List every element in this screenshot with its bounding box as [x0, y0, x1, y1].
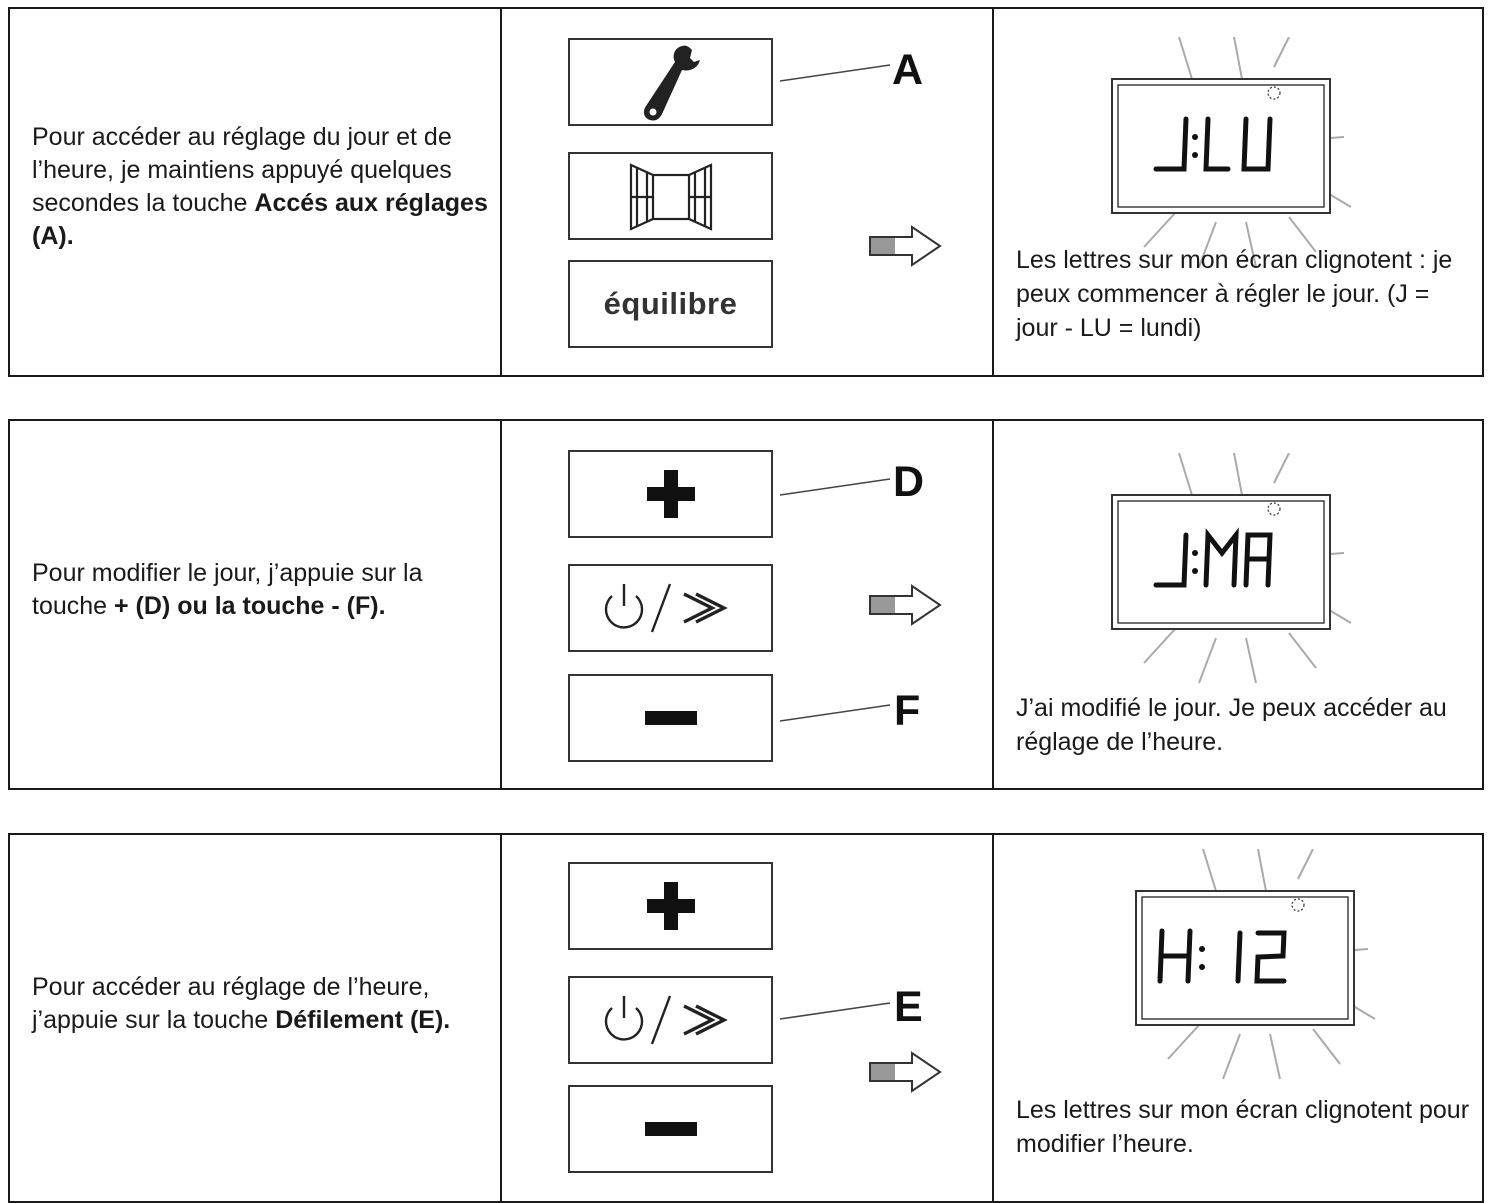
instruction-cell: Pour modifier le jour, j’appuie sur la t… [10, 421, 502, 788]
lcd-display-h12 [1135, 849, 1376, 1080]
minus-button[interactable] [568, 674, 773, 762]
window-icon [629, 163, 712, 231]
right-arrow-icon [869, 1051, 942, 1093]
minus-icon [644, 711, 697, 725]
buttons-cell: D F [502, 421, 994, 788]
plus-icon [646, 882, 695, 930]
instruction-text: Pour modifier le jour, j’appuie sur la t… [32, 559, 423, 620]
display-cell: Les lettres sur mon écran clignotent : j… [994, 9, 1482, 375]
callout-leader-a [780, 64, 891, 82]
plus-button[interactable] [568, 862, 773, 950]
key-name: Défilement (E). [275, 1006, 451, 1034]
settings-button[interactable] [568, 38, 773, 126]
display-caption: J’ai modifié le jour. Je peux accéder au… [1016, 694, 1447, 756]
callout-leader-f [780, 704, 891, 722]
lcd-display-jlu [1111, 37, 1352, 268]
callout-label-a: A [892, 46, 924, 94]
step-1: Pour accéder au réglage du jour et de l’… [8, 7, 1484, 377]
display-cell: J’ai modifié le jour. Je peux accéder au… [994, 421, 1482, 788]
wrench-icon [643, 45, 700, 121]
callout-leader-e [780, 1002, 891, 1020]
display-cell: Les lettres sur mon écran clignotent pou… [994, 835, 1482, 1201]
instruction-cell: Pour accéder au réglage du jour et de l’… [10, 9, 502, 375]
power-forward-button[interactable] [568, 976, 773, 1064]
instruction-text: Pour accéder au réglage du jour et de l’… [32, 123, 488, 250]
plus-icon [646, 470, 695, 518]
power-forward-icon [604, 995, 728, 1045]
display-caption: Les lettres sur mon écran clignotent pou… [1016, 1096, 1470, 1158]
lcd-display-jma [1111, 453, 1352, 684]
callout-label-e: E [894, 983, 923, 1031]
equilibre-button[interactable]: équilibre [568, 260, 773, 348]
step-2: Pour modifier le jour, j’appuie sur la t… [8, 419, 1484, 790]
plus-button[interactable] [568, 450, 773, 538]
minus-button[interactable] [568, 1085, 773, 1173]
instruction-cell: Pour accéder au réglage de l’heure, j’ap… [10, 835, 502, 1201]
buttons-cell: E [502, 835, 994, 1201]
key-name: + (D) ou la touche - (F). [114, 592, 386, 620]
power-forward-button[interactable] [568, 564, 773, 652]
key-name: Accés aux réglages (A). [32, 189, 488, 250]
window-button[interactable] [568, 152, 773, 240]
callout-label-d: D [893, 458, 925, 506]
step-3: Pour accéder au réglage de l’heure, j’ap… [8, 833, 1484, 1203]
minus-icon [644, 1122, 697, 1136]
callout-label-f: F [894, 687, 921, 735]
equilibre-label: équilibre [603, 286, 738, 321]
right-arrow-icon [869, 225, 942, 267]
display-caption: Les lettres sur mon écran clignotent : j… [1016, 246, 1453, 342]
power-forward-icon [604, 583, 728, 633]
callout-leader-d [780, 478, 891, 496]
buttons-cell: équilibre A [502, 9, 994, 375]
instruction-text: Pour accéder au réglage de l’heure, j’ap… [32, 973, 451, 1034]
right-arrow-icon [869, 584, 942, 626]
